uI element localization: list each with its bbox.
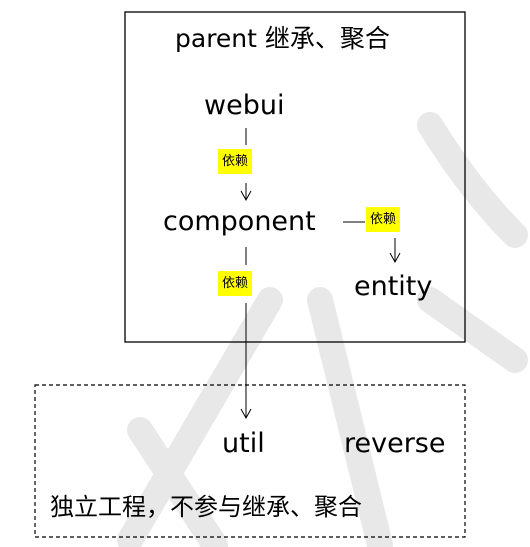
dependency-tag-webui-component: 依赖 — [218, 149, 253, 174]
dependency-tag-component-util: 依赖 — [218, 271, 253, 296]
component-to-util-arrowhead — [240, 408, 252, 420]
module-entity: entity — [354, 271, 433, 302]
webui-to-component-arrowhead — [240, 190, 252, 202]
parent-box — [124, 11, 466, 343]
independent-box — [34, 384, 466, 538]
independent-caption: 独立工程，不参与继承、聚合 — [50, 493, 362, 521]
module-reverse: reverse — [344, 428, 446, 459]
component-to-entity-arrowhead — [389, 252, 401, 264]
module-component: component — [163, 206, 316, 237]
module-webui: webui — [204, 90, 285, 121]
module-util: util — [222, 428, 265, 459]
watermark-strokes — [117, 112, 528, 547]
parent-title: parent 继承、聚合 — [175, 24, 390, 53]
dependency-tag-component-entity: 依赖 — [366, 207, 401, 232]
